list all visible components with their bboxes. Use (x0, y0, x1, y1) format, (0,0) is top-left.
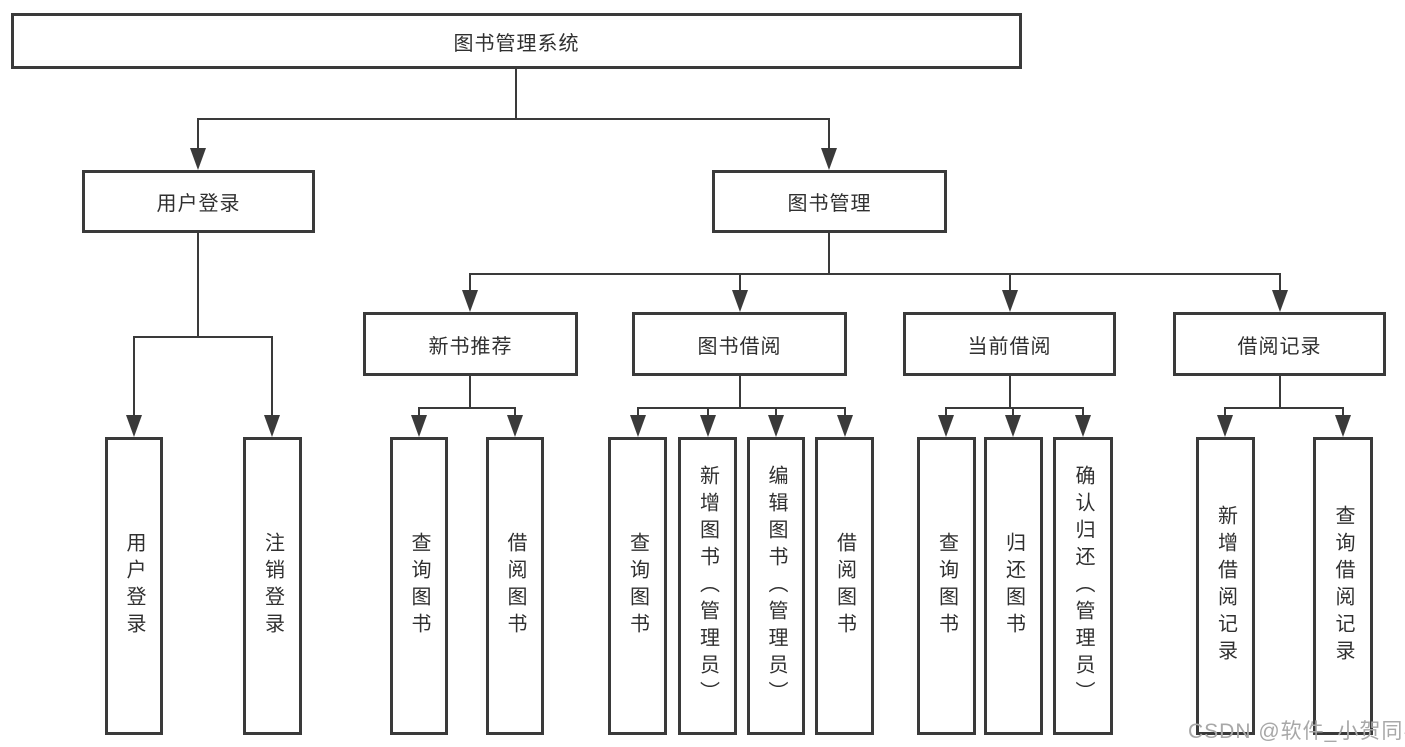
leaf-edit-book-admin-label: 编辑图书（管理员） (765, 464, 787, 708)
connector-line (271, 336, 273, 417)
arrow-down-icon (507, 415, 523, 437)
node-book-borrowing-label: 图书借阅 (697, 335, 782, 358)
connector-line (775, 407, 777, 417)
connector-line (946, 407, 1084, 409)
connector-line (1009, 376, 1011, 407)
connector-line (197, 118, 199, 150)
node-book-management: 图书管理 (712, 170, 947, 233)
node-current-borrowing: 当前借阅 (903, 312, 1116, 376)
leaf-return-books: 归还图书 (984, 437, 1043, 735)
connector-line (1082, 407, 1084, 417)
node-book-management-label: 图书管理 (787, 193, 872, 215)
connector-line (945, 407, 947, 417)
connector-line (1225, 407, 1344, 409)
leaf-add-book-admin: 新增图书（管理员） (678, 437, 737, 735)
leaf-logout-label: 注销登录 (261, 532, 284, 640)
arrow-down-icon (1217, 415, 1233, 437)
arrow-down-icon (126, 415, 142, 437)
connector-line (418, 407, 420, 417)
leaf-return-books-label: 归还图书 (1002, 532, 1025, 640)
arrow-down-icon (1075, 415, 1091, 437)
connector-root-stub (515, 69, 517, 118)
arrow-down-icon (630, 415, 646, 437)
connector-book-mgmt-stub (828, 233, 830, 273)
connector-line (638, 407, 846, 409)
arrow-down-icon (732, 290, 748, 312)
node-current-borrowing-label: 当前借阅 (967, 335, 1052, 358)
leaf-query-books-recommend: 查询图书 (390, 437, 448, 735)
connector-line (1279, 273, 1281, 292)
connector-line (844, 407, 846, 417)
connector-level2-hline (197, 118, 830, 120)
connector-line (1224, 407, 1226, 417)
arrow-down-icon (768, 415, 784, 437)
leaf-borrow-books-borrowing: 借阅图书 (815, 437, 874, 735)
node-new-book-recommend-label: 新书推荐 (428, 335, 513, 358)
leaf-edit-book-admin: 编辑图书（管理员） (747, 437, 805, 735)
arrow-down-icon (462, 290, 478, 312)
leaf-query-books-current: 查询图书 (917, 437, 976, 735)
connector-line (419, 407, 516, 409)
arrow-down-icon (1335, 415, 1351, 437)
node-library-system: 图书管理系统 (11, 13, 1022, 69)
leaf-confirm-return-admin-label: 确认归还（管理员） (1072, 464, 1094, 708)
leaf-query-books-current-label: 查询图书 (935, 532, 958, 640)
connector-line (637, 407, 639, 417)
node-borrowing-records-label: 借阅记录 (1237, 335, 1322, 358)
node-book-borrowing: 图书借阅 (632, 312, 847, 376)
connector-line (739, 273, 741, 292)
connector-line (514, 407, 516, 417)
arrow-down-icon (190, 148, 206, 170)
arrow-down-icon (411, 415, 427, 437)
connector-line (469, 273, 471, 292)
arrow-down-icon (1005, 415, 1021, 437)
leaf-confirm-return-admin: 确认归还（管理员） (1053, 437, 1113, 735)
connector-line (133, 336, 135, 417)
connector-line (1342, 407, 1344, 417)
connector-line (828, 118, 830, 150)
connector-line (739, 376, 741, 407)
connector-line (1279, 376, 1281, 407)
leaf-user-login: 用户登录 (105, 437, 163, 735)
connector-level3-hline (470, 273, 1281, 275)
leaf-query-borrow-record: 查询借阅记录 (1313, 437, 1373, 735)
arrow-down-icon (837, 415, 853, 437)
arrow-down-icon (264, 415, 280, 437)
leaf-add-book-admin-label: 新增图书（管理员） (696, 464, 719, 708)
leaf-borrow-books-recommend-label: 借阅图书 (504, 532, 526, 640)
connector-line (469, 376, 471, 407)
csdn-watermark: CSDN @软件_小贺同学 (1188, 720, 1405, 743)
node-borrowing-records: 借阅记录 (1173, 312, 1386, 376)
leaf-query-books-recommend-label: 查询图书 (408, 532, 430, 640)
connector-user-login-stub (197, 233, 199, 336)
node-library-system-label: 图书管理系统 (453, 32, 580, 55)
arrow-down-icon (938, 415, 954, 437)
connector-line (707, 407, 709, 417)
arrow-down-icon (700, 415, 716, 437)
leaf-query-borrow-record-label: 查询借阅记录 (1332, 505, 1354, 667)
arrow-down-icon (821, 148, 837, 170)
leaf-user-login-label: 用户登录 (123, 532, 145, 640)
leaf-query-books-borrowing: 查询图书 (608, 437, 667, 735)
arrow-down-icon (1272, 290, 1288, 312)
leaf-query-books-borrowing-label: 查询图书 (626, 532, 649, 640)
node-user-login: 用户登录 (82, 170, 315, 233)
node-user-login-label: 用户登录 (156, 193, 241, 215)
connector-line (1012, 407, 1014, 417)
connector-user-login-hline (133, 336, 273, 338)
leaf-borrow-books-borrowing-label: 借阅图书 (833, 532, 856, 640)
leaf-logout: 注销登录 (243, 437, 302, 735)
connector-line (1009, 273, 1011, 292)
leaf-borrow-books-recommend: 借阅图书 (486, 437, 544, 735)
arrow-down-icon (1002, 290, 1018, 312)
node-new-book-recommend: 新书推荐 (363, 312, 578, 376)
leaf-add-borrow-record: 新增借阅记录 (1196, 437, 1255, 735)
leaf-add-borrow-record-label: 新增借阅记录 (1214, 505, 1237, 667)
